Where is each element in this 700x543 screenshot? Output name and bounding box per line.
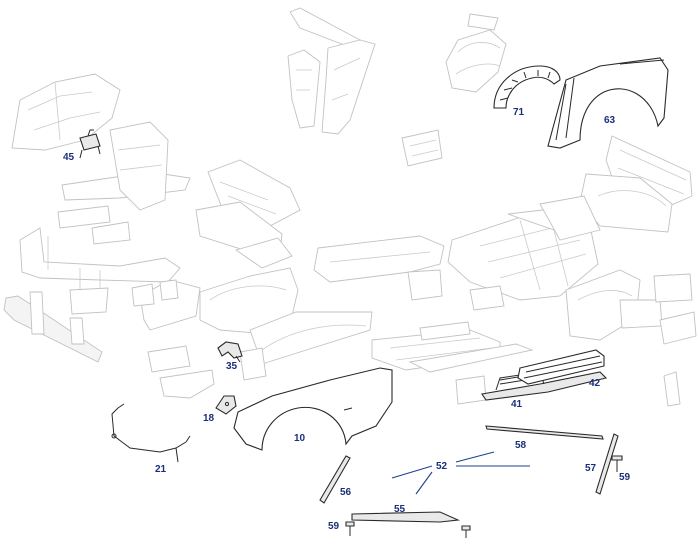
part-21-cable-harness xyxy=(111,403,191,463)
callout-45: 45 xyxy=(63,152,75,163)
part-58-seal-strip xyxy=(485,425,604,440)
leader-52-d xyxy=(415,471,433,495)
part-10-front-fender xyxy=(233,367,393,451)
part-45-mount-bracket xyxy=(79,129,101,159)
ghost-parts xyxy=(3,7,697,407)
callout-59-right: 59 xyxy=(619,472,631,483)
callout-59-bottom: 59 xyxy=(328,521,340,532)
part-59-screw-right xyxy=(611,455,623,472)
callout-18: 18 xyxy=(203,413,215,424)
part-71-wheel-arch-liner xyxy=(493,65,561,109)
part-42-sill-panel xyxy=(517,349,605,385)
callout-56: 56 xyxy=(340,487,352,498)
callout-21: 21 xyxy=(155,464,167,475)
front-wheelhouse-left-ghost xyxy=(11,73,121,151)
callout-35: 35 xyxy=(226,361,238,372)
callout-10: 10 xyxy=(294,433,306,444)
leader-52-a xyxy=(391,465,433,479)
part-35-bracket xyxy=(217,341,243,363)
rear-inner-wheelhouse-ghost xyxy=(445,29,507,93)
callout-71: 71 xyxy=(513,107,525,118)
callout-42: 42 xyxy=(589,378,601,389)
callout-57: 57 xyxy=(585,463,597,474)
highlighted-parts xyxy=(79,57,669,538)
part-56-seal-strip xyxy=(319,455,351,504)
leader-lines xyxy=(391,451,530,495)
part-55-seal-strip xyxy=(351,511,461,523)
callout-58: 58 xyxy=(515,440,527,451)
front-bumper-beam-ghost xyxy=(3,295,103,363)
radiator-support-ghost xyxy=(19,227,181,283)
part-57-strip xyxy=(595,433,619,495)
leader-52-b xyxy=(455,451,495,463)
tunnel-ghost xyxy=(313,235,445,283)
a-pillar-ghost xyxy=(289,7,361,49)
callout-41: 41 xyxy=(511,399,523,410)
part-63-rear-quarter-panel xyxy=(547,57,669,149)
part-59-screw-bottom xyxy=(345,521,471,538)
callout-52: 52 xyxy=(436,461,448,472)
callout-55: 55 xyxy=(394,504,406,515)
part-18-bracket xyxy=(215,395,237,415)
callout-63: 63 xyxy=(604,115,616,126)
